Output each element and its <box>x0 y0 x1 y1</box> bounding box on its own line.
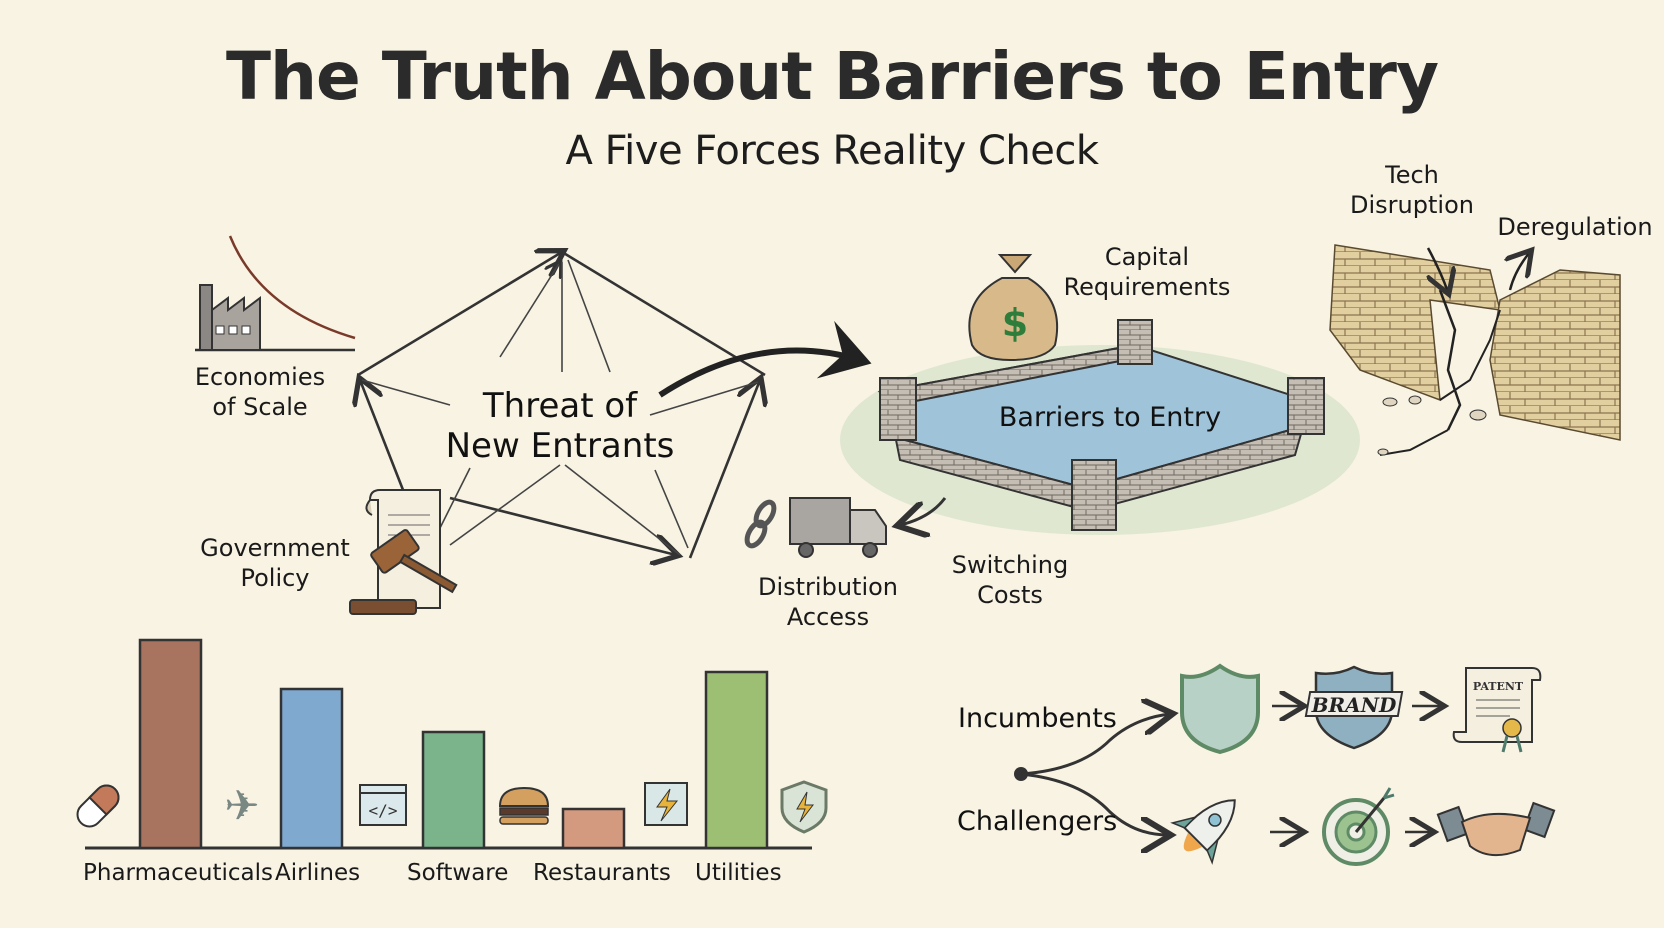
money-bag-icon: $ <box>968 254 1059 362</box>
handshake-icon <box>1436 801 1556 857</box>
economies-of-scale-label: Economies of Scale <box>185 362 335 422</box>
tech-disruption-label: Tech Disruption <box>1332 160 1492 220</box>
incumbents-branch <box>1020 714 1170 776</box>
barriers-to-entry-label: Barriers to Entry <box>998 402 1222 433</box>
rocket-icon <box>1170 799 1236 865</box>
label-line: Threat of <box>482 386 638 426</box>
crumbling-wall <box>1329 244 1621 456</box>
label-line: Requirements <box>1063 273 1231 301</box>
label-line: Tech <box>1385 161 1439 189</box>
bar-label-utilities: Utilities <box>695 860 782 886</box>
moat-castle <box>840 319 1360 535</box>
chart-bars <box>138 638 769 850</box>
page-title: The Truth About Barriers to Entry <box>226 38 1439 115</box>
pill-icon <box>76 784 120 828</box>
bar-airlines <box>279 687 344 850</box>
svg-text:PATENT: PATENT <box>1473 680 1524 693</box>
five-forces-pentagon <box>358 252 765 558</box>
bar-label-airlines: Airlines <box>275 860 361 886</box>
truck-icon <box>789 497 887 558</box>
bar-label-software: Software <box>407 860 509 886</box>
bar-software <box>421 730 486 850</box>
chain-link-icon <box>744 499 777 549</box>
page-subtitle: A Five Forces Reality Check <box>565 128 1099 174</box>
bar-utilities <box>704 670 769 850</box>
svg-text:</>: </> <box>369 801 398 820</box>
deregulation-label: Deregulation <box>1497 213 1653 241</box>
challengers-branch <box>1020 772 1168 835</box>
label-line: of Scale <box>212 393 308 421</box>
government-policy-label: Government Policy <box>190 533 360 593</box>
switching-costs-label: Switching Costs <box>940 550 1080 610</box>
bar-pharmaceuticals <box>138 638 203 850</box>
code-window-icon: </> <box>359 784 407 826</box>
label-line: New Entrants <box>445 426 675 466</box>
bar-label-restaurants: Restaurants <box>533 860 671 886</box>
svg-text:$: $ <box>1002 301 1028 345</box>
bar-restaurants <box>561 807 626 850</box>
lightning-box-icon <box>644 782 688 826</box>
factory-icon <box>195 235 356 352</box>
threat-of-new-entrants-label: Threat of New Entrants <box>420 386 700 466</box>
label-line: Disruption <box>1350 191 1474 219</box>
shield-lightning-icon <box>780 780 828 834</box>
capital-requirements-label: Capital Requirements <box>1062 242 1232 302</box>
label-line: Capital <box>1104 243 1190 271</box>
label-line: Policy <box>240 564 310 592</box>
label-line: Economies <box>194 363 326 391</box>
label-line: Government <box>200 534 350 562</box>
label-line: Switching <box>951 551 1069 579</box>
target-icon <box>1322 787 1395 866</box>
distribution-access-label: Distribution Access <box>748 572 908 632</box>
label-line: Costs <box>977 581 1043 609</box>
incumbents-label: Incumbents <box>958 703 1117 734</box>
switching-arrow <box>900 497 947 525</box>
airplane-icon: ✈ <box>224 781 259 830</box>
label-line: Distribution <box>757 573 898 601</box>
bar-label-pharmaceuticals: Pharmaceuticals <box>83 860 273 886</box>
shield-icon <box>1180 663 1260 755</box>
challengers-label: Challengers <box>957 806 1118 837</box>
patent-scroll-icon: PATENT <box>1452 667 1542 753</box>
gavel-scroll-icon <box>349 489 458 615</box>
burger-icon <box>498 786 550 825</box>
flow-arrow <box>658 320 872 398</box>
brand-shield-icon: BRAND <box>1304 665 1404 750</box>
label-line: Access <box>786 603 870 631</box>
svg-text:BRAND: BRAND <box>1311 693 1397 717</box>
